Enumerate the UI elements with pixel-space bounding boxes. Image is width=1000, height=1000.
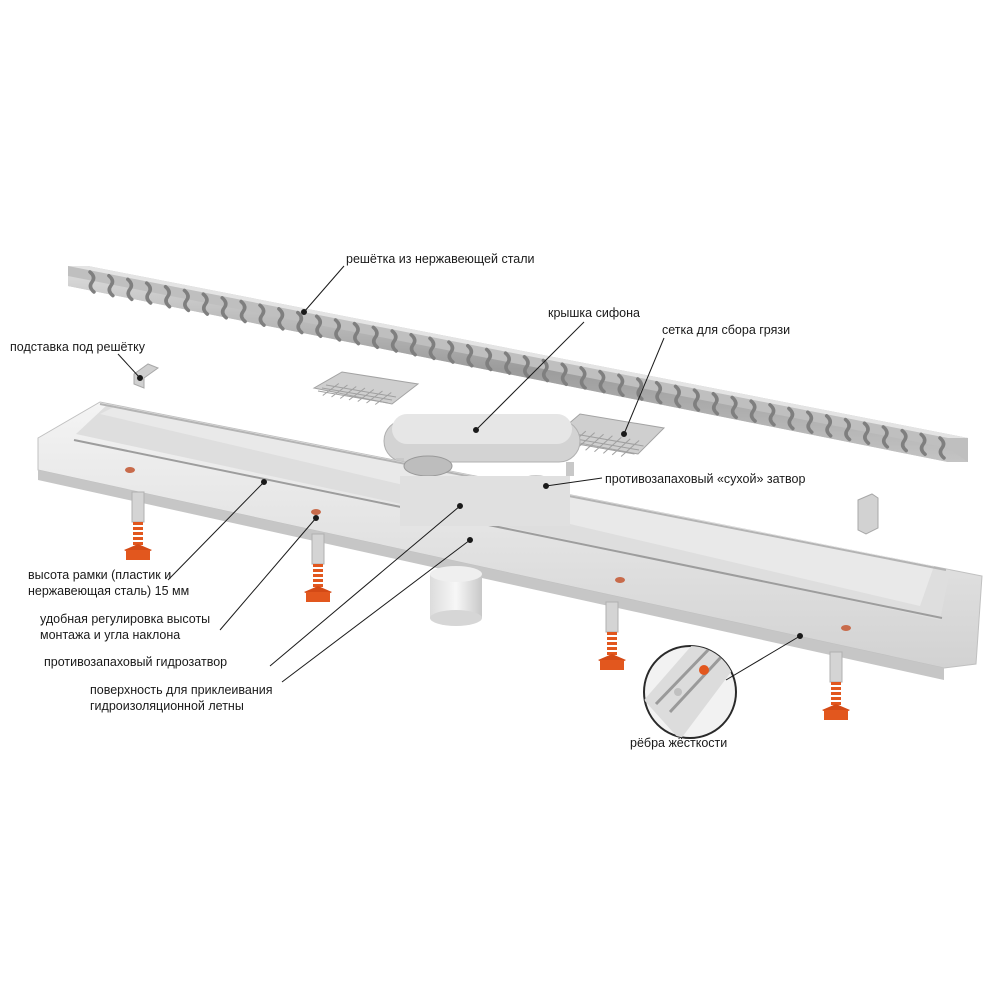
grate-slot	[258, 303, 266, 327]
dirt-mesh-right	[550, 413, 666, 457]
grate-slot	[541, 358, 550, 383]
grate-slot	[428, 336, 436, 361]
label-siphon-cover: крышка сифона	[548, 306, 640, 320]
grate-slot	[484, 347, 493, 372]
grate-slots	[88, 270, 946, 460]
grate-slot	[371, 325, 380, 350]
grate-slot	[730, 395, 738, 420]
grate-slot	[277, 307, 285, 331]
grate-slot	[333, 318, 342, 342]
label-glue-surface-line2: гидроизоляционной летны	[90, 699, 244, 713]
label-grate: решётка из нержавеющей стали	[346, 252, 535, 266]
siphon-cover	[383, 414, 581, 476]
grate-slot	[447, 340, 455, 364]
grate-slot	[919, 432, 927, 457]
grate-slot	[938, 436, 946, 460]
grate-slot	[466, 344, 474, 368]
dirt-mesh-left	[312, 371, 420, 405]
grate-slot	[881, 425, 890, 449]
grate-slot	[503, 351, 512, 375]
grate-slot	[579, 366, 587, 390]
adjustable-legs	[124, 491, 850, 720]
label-water-trap: противозапаховый гидрозатвор	[44, 655, 228, 669]
leader-lines	[117, 265, 803, 683]
grate-slot	[314, 314, 323, 339]
grate-slot	[88, 270, 96, 294]
outlet-pipe	[430, 566, 482, 626]
label-height-adjust-line2: монтажа и угла наклона	[40, 628, 181, 642]
grate-slot	[806, 410, 814, 434]
label-height-adjust-line1: удобная регулировка высоты	[40, 612, 211, 626]
grate-slot	[768, 403, 776, 427]
label-frame-height: высота рамки (пластик и нержавеющая стал…	[28, 567, 189, 599]
grate-slot	[409, 332, 417, 357]
grate-slot	[239, 299, 247, 324]
label-frame-height-line1: высота рамки (пластик и	[28, 568, 172, 582]
grate-slot	[654, 380, 663, 405]
grate-slot	[843, 417, 852, 442]
grate-stand-left	[133, 363, 160, 389]
grate-slot	[163, 285, 172, 309]
grate-slot	[617, 373, 625, 398]
grate-slot	[598, 369, 606, 394]
label-grate-stand: подставка под решётку	[10, 340, 146, 354]
label-height-adjust: удобная регулировка высоты монтажа и угл…	[40, 611, 210, 643]
grate-slot	[107, 273, 115, 298]
label-dirt-mesh: сетка для сбора грязи	[662, 323, 791, 337]
grate-slot	[352, 321, 361, 346]
grate-slot	[182, 288, 191, 313]
label-frame-height-line2: нержавеющая сталь) 15 мм	[28, 584, 190, 598]
grate-slot	[692, 388, 701, 412]
grate-slot	[900, 428, 908, 453]
grate-slot	[862, 421, 871, 445]
label-glue-surface-line1: поверхность для приклеивания	[90, 683, 273, 697]
label-ribs: рёбра жёсткости	[630, 736, 728, 750]
grate-slot	[144, 281, 153, 305]
steel-grate	[68, 266, 968, 462]
dry-trap	[400, 455, 570, 526]
grate-slot	[220, 296, 228, 320]
grate-slot	[296, 310, 304, 335]
grate-slot	[560, 362, 568, 386]
grate-stand-right	[857, 493, 879, 535]
grate-slot	[636, 377, 644, 401]
grate-slot	[711, 391, 720, 416]
grate-slot	[126, 277, 134, 302]
grate-slot	[749, 399, 757, 423]
grate-slot	[824, 414, 833, 438]
label-dry-trap: противозапаховый «сухой» затвор	[605, 472, 806, 486]
grate-slot	[201, 292, 210, 316]
label-glue-surface: поверхность для приклеивания гидроизоляц…	[90, 682, 273, 714]
grate-slot	[673, 384, 682, 409]
grate-slot	[787, 406, 795, 431]
grate-slot	[522, 355, 531, 379]
grate-slot	[390, 329, 398, 353]
ribs-detail-circle	[643, 645, 737, 739]
